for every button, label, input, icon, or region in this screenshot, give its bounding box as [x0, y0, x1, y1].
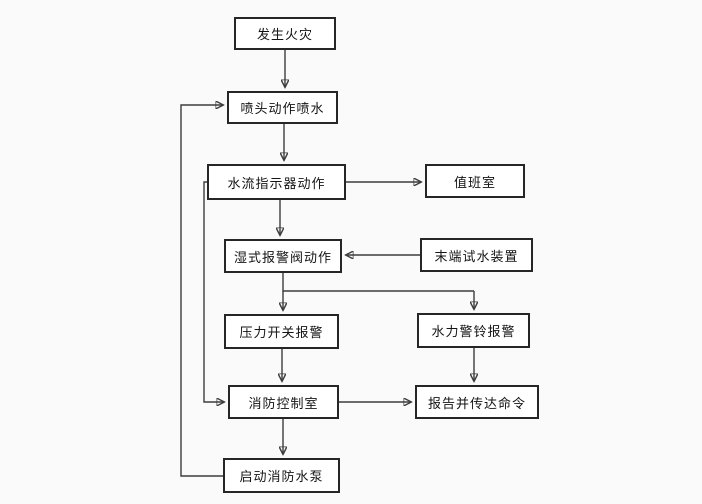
node-end-test-device: 末端试水装置 — [420, 238, 533, 272]
node-report-command: 报告并传达命令 — [415, 385, 539, 419]
node-hydraulic-bell-label: 水力警铃报警 — [431, 324, 516, 339]
node-pressure-switch: 压力开关报警 — [224, 314, 339, 349]
node-flow-indicator: 水流指示器动作 — [207, 164, 346, 200]
node-fire-control-room-label: 消防控制室 — [248, 395, 319, 411]
node-end-test-device-label: 末端试水装置 — [434, 248, 519, 264]
node-flow-indicator-label: 水流指示器动作 — [227, 175, 326, 191]
node-pressure-switch-label: 压力开关报警 — [239, 325, 324, 340]
node-duty-room-label: 值班室 — [453, 174, 496, 190]
node-report-command-label: 报告并传达命令 — [427, 395, 526, 411]
node-sprinkler-sprays-label: 喷头动作喷水 — [240, 101, 325, 116]
connector-pump-feedback-to-sprinkler — [180, 105, 223, 477]
node-duty-room: 值班室 — [425, 164, 525, 198]
node-sprinkler-sprays: 喷头动作喷水 — [227, 91, 338, 124]
node-wet-alarm-valve: 湿式报警阀动作 — [224, 239, 342, 273]
connector-flow-indicator-to-control-room — [203, 181, 224, 402]
node-fire-occurs: 发生火灾 — [234, 17, 336, 50]
connector-wet-valve-split — [282, 273, 474, 292]
node-fire-control-room: 消防控制室 — [228, 385, 339, 419]
node-wet-alarm-valve-label: 湿式报警阀动作 — [233, 249, 332, 265]
node-start-fire-pump-label: 启动消防水泵 — [239, 469, 324, 484]
node-hydraulic-bell: 水力警铃报警 — [417, 313, 530, 348]
node-start-fire-pump: 启动消防水泵 — [223, 458, 340, 493]
node-fire-occurs-label: 发生火灾 — [256, 27, 313, 42]
